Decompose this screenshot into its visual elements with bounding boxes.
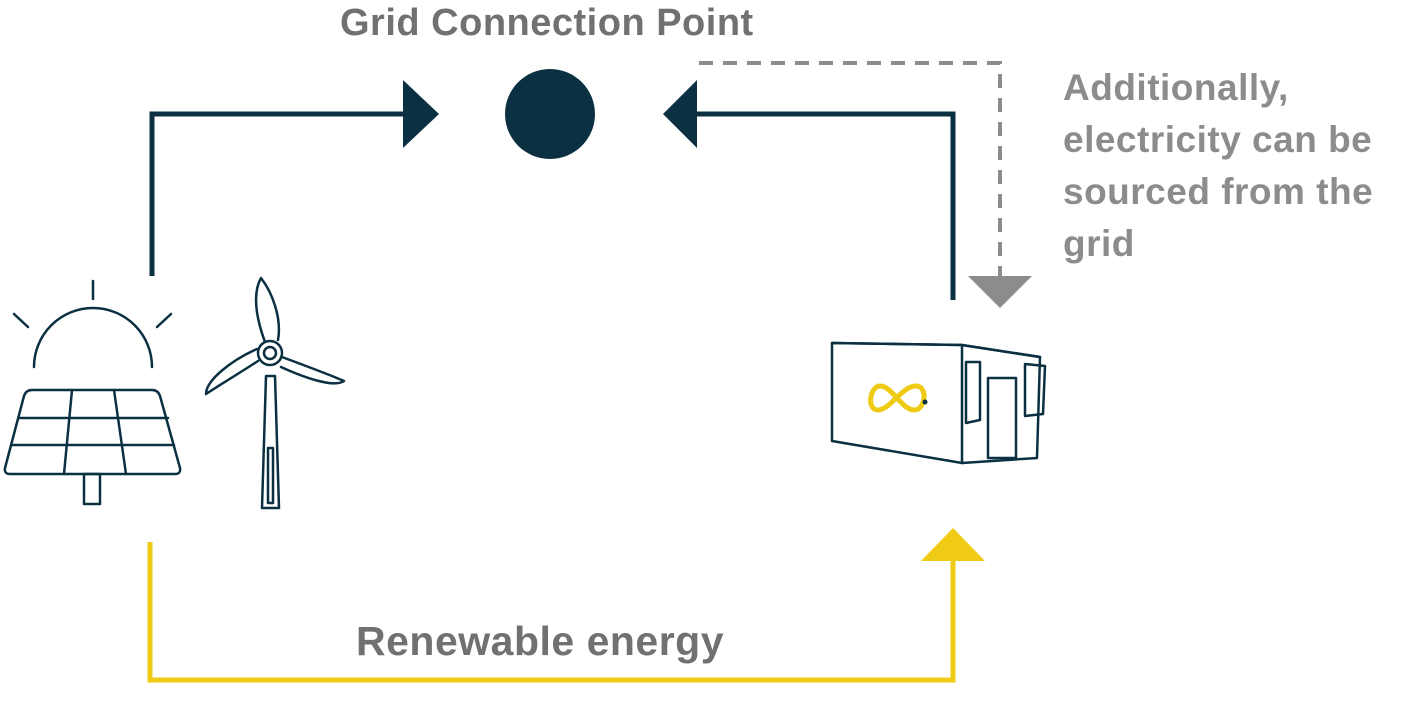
- renewable-energy-label: Renewable energy: [356, 618, 725, 664]
- note-line: electricity can be: [1063, 119, 1373, 160]
- renewables-to-grid-arrow: [149, 80, 439, 276]
- note-line: grid: [1063, 223, 1135, 264]
- solar-panel-icon: [3, 279, 182, 506]
- note-line: Additionally,: [1063, 67, 1289, 108]
- grid-point-icon: [505, 69, 595, 159]
- wind-turbine-icon: [204, 276, 346, 510]
- battery-storage-icon: [830, 341, 1047, 465]
- grid-sourcing-note: Additionally, electricity can be sourced…: [1063, 62, 1419, 270]
- grid-connection-point-label: Grid Connection Point: [340, 2, 754, 44]
- battery-to-grid-arrow: [663, 80, 956, 300]
- grid-to-battery-dashed-arrow: [699, 61, 1032, 308]
- note-line: sourced from the: [1063, 171, 1374, 212]
- renewable-energy-arrow: [147, 528, 985, 683]
